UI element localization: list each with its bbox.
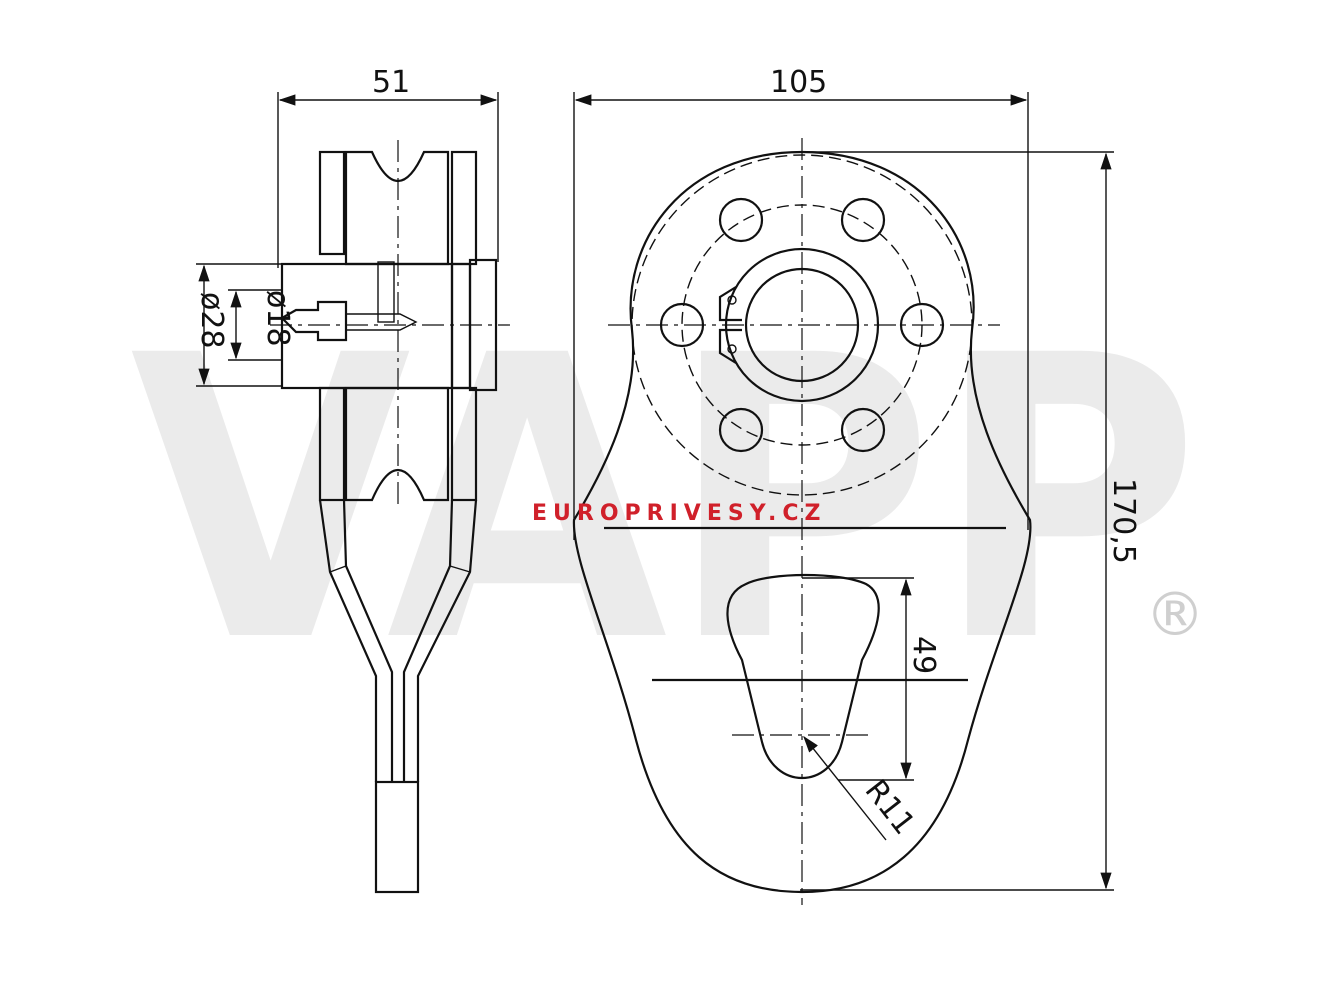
dim-dia-outer: ø28 — [194, 292, 229, 349]
side-plate-left-top — [318, 150, 346, 256]
sheave-top-section — [344, 150, 450, 266]
brand-logo: EUROPRIVESY.CZ — [532, 501, 826, 526]
sheave-bottom-section — [344, 386, 450, 502]
side-view: 51 ø18 ø28 — [194, 65, 510, 894]
dim-radius: R11 — [858, 773, 922, 841]
brand-part1: EURO — [532, 501, 625, 526]
bolt-hole — [718, 407, 764, 453]
dim-slot-length: 49 — [906, 636, 941, 674]
fork-left-outline — [318, 499, 378, 782]
bolt-hole — [840, 197, 886, 243]
dim-side-width: 51 — [372, 65, 410, 100]
side-plate-right-top — [450, 150, 478, 266]
watermark-text: VAPP — [130, 273, 1200, 727]
bolt-hole — [718, 197, 764, 243]
dim-front-width: 105 — [770, 65, 827, 100]
dim-dia-inner: ø18 — [260, 290, 295, 347]
dim-height: 170,5 — [1106, 478, 1141, 564]
fork-tongue-section — [374, 780, 420, 894]
registered-mark: ® — [1145, 580, 1205, 650]
brand-part2: PRIVESY.CZ — [625, 501, 827, 526]
bolt-hole — [840, 407, 886, 453]
lower-slot — [726, 573, 880, 779]
fork-right-outline — [416, 499, 478, 782]
